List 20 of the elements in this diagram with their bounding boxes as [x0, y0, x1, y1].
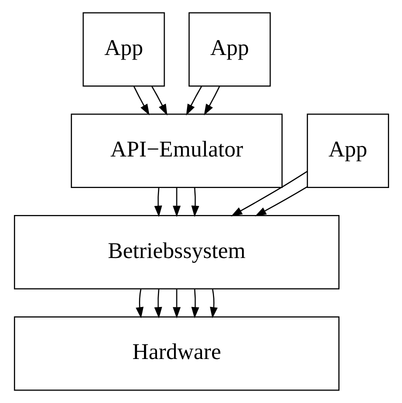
- arrow: [209, 289, 218, 318]
- arrow: [132, 86, 150, 116]
- arrow: [135, 289, 144, 318]
- node-box: App: [82, 12, 164, 87]
- arrow: [190, 188, 199, 218]
- arrow: [186, 86, 202, 116]
- arrow: [172, 289, 180, 318]
- arrow: [172, 188, 180, 218]
- node-box: App: [306, 114, 389, 188]
- arrow: [254, 186, 307, 216]
- arrow: [190, 289, 199, 318]
- node-box: Betriebssystem: [13, 215, 339, 290]
- arrow: [230, 171, 307, 216]
- node-box: Hardware: [13, 316, 339, 391]
- arrow: [150, 86, 167, 116]
- node-box: App: [188, 12, 270, 87]
- arrow: [154, 289, 162, 318]
- node-box: API−Emulator: [70, 114, 282, 188]
- arrow: [203, 86, 220, 116]
- arrow: [154, 188, 162, 218]
